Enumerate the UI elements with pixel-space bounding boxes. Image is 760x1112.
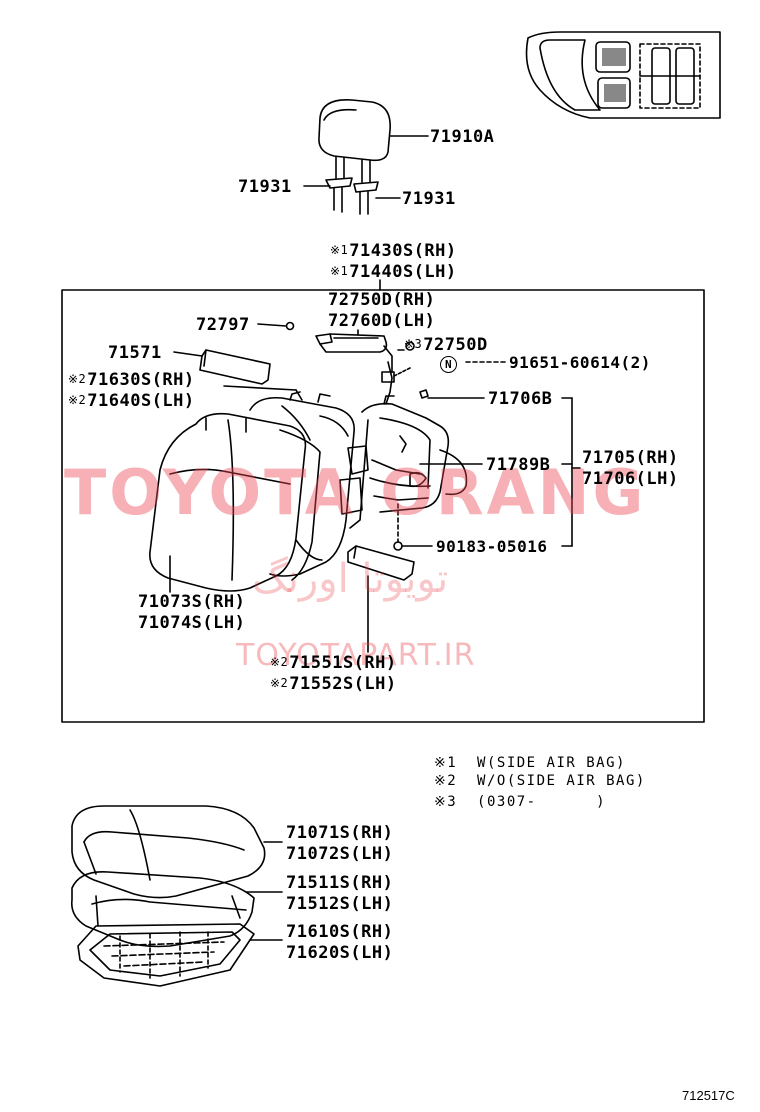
label-71072s: 71072S(LH) [286, 844, 394, 864]
note-1: ※1 W(SIDE AIR BAG) [434, 755, 626, 771]
watermark-brand: TOYOTA ORANG [64, 456, 647, 529]
note-2: ※2 W/O(SIDE AIR BAG) [434, 773, 646, 789]
label-71910a: 71910A [430, 127, 495, 147]
vehicle-location-icon [525, 31, 721, 119]
watermark-persian: تویوتا اورنگ [252, 556, 449, 602]
note-3: ※3 (0307- ) [434, 794, 607, 810]
label-71931-right: 71931 [402, 189, 456, 209]
label-72797: 72797 [196, 315, 250, 335]
figure-code: 712517C [682, 1088, 735, 1103]
label-71620s: 71620S(LH) [286, 943, 394, 963]
mark-3: ※3 [404, 337, 423, 351]
label-72760d-lh: 72760D(LH) [328, 311, 436, 331]
label-71931-left: 71931 [238, 177, 292, 197]
seat-cushion-cover-illustration [71, 805, 266, 899]
wire-harness-illustration [381, 341, 415, 405]
label-71074s: 71074S(LH) [138, 613, 246, 633]
label-71630s: ※271630S(RH) [68, 370, 195, 390]
label-71071s: 71071S(RH) [286, 823, 394, 843]
label-72750d: ※372750D [404, 335, 488, 355]
label-71640s: ※271640S(LH) [68, 391, 195, 411]
pad-71551s-illustration [347, 545, 415, 581]
label-71073s: 71073S(RH) [138, 592, 246, 612]
label-71512s: 71512S(LH) [286, 894, 394, 914]
label-71551s: ※271551S(RH) [270, 653, 397, 673]
watermark-site: TOYOTAPART.IR [236, 638, 476, 673]
mark-2: ※2 [68, 372, 87, 386]
headrest-illustration [318, 99, 391, 215]
pad-71571-illustration [199, 349, 271, 385]
label-71789b: 71789B [486, 455, 551, 475]
seat-cushion-pad-illustration [70, 871, 255, 948]
label-71705: 71705(RH) [582, 448, 679, 468]
label-71430s: ※171430S(RH) [330, 241, 457, 261]
label-71440s: ※171440S(LH) [330, 262, 457, 282]
label-72750d-rh: 72750D(RH) [328, 290, 436, 310]
mark-2: ※2 [68, 393, 87, 407]
mark-2: ※2 [270, 676, 289, 690]
mark-1: ※1 [330, 243, 349, 257]
label-90183: 90183-05016 [436, 537, 548, 556]
label-71571: 71571 [108, 343, 162, 363]
seat-back-pad-illustration [249, 391, 355, 577]
label-71610s: 71610S(RH) [286, 922, 394, 942]
seat-cushion-frame-illustration [77, 923, 255, 987]
mark-2: ※2 [270, 655, 289, 669]
seat-back-cover-illustration [149, 412, 321, 592]
seat-back-frame-illustration [339, 395, 468, 529]
label-71706b: 71706B [488, 389, 553, 409]
label-71511s: 71511S(RH) [286, 873, 394, 893]
label-71552s: ※271552S(LH) [270, 674, 397, 694]
side-airbag-illustration [285, 321, 393, 373]
mark-1: ※1 [330, 264, 349, 278]
n-symbol: N [440, 356, 457, 373]
label-71706: 71706(LH) [582, 469, 679, 489]
